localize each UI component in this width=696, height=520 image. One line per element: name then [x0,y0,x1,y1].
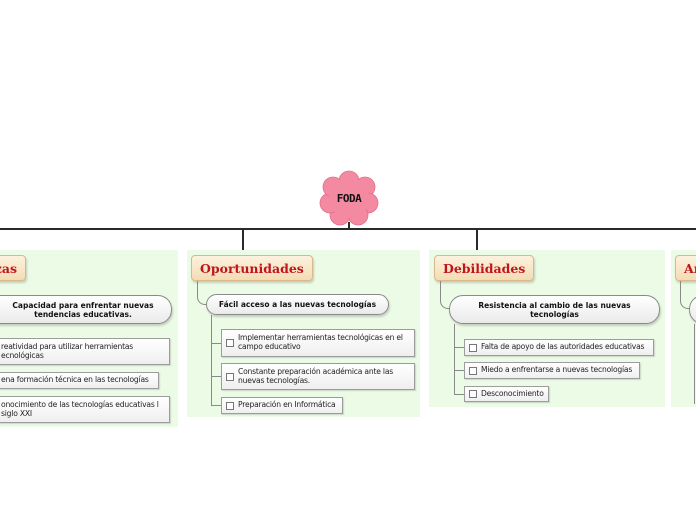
leaf-text: Constante preparación académica ante las… [238,366,394,385]
leaf-tick [454,394,464,395]
leaf-constante[interactable]: Constante preparación académica ante las… [221,363,415,390]
checkbox-icon[interactable] [226,339,234,347]
root-label: FODA [336,191,362,205]
checkbox-icon[interactable] [226,401,234,410]
category-debilidades[interactable]: Debilidades [434,255,535,281]
root-node[interactable]: FODA [318,169,380,227]
leaf-creatividad[interactable]: reatividad para utilizar herramientas ec… [0,338,170,365]
leaf-tick [211,376,221,377]
leaf-spine-oportunidades [211,315,212,405]
leaf-implementar[interactable]: Implementar herramientas tecnológicas en… [221,329,415,357]
category-oportunidades[interactable]: Oportunidades [191,255,313,281]
checkbox-icon[interactable] [469,343,477,352]
leaf-desconocimiento[interactable]: Desconocimiento [464,386,549,402]
leaf-text: Miedo a enfrentarse a nuevas tecnologías [481,365,633,375]
leaf-text: onocimiento de las tecnologías educativa… [1,399,159,418]
subnode-resistencia[interactable]: Resistencia al cambio de las nuevas tecn… [449,295,660,324]
subnode-capacidad[interactable]: Capacidad para enfrentar nuevas tendenci… [0,295,172,324]
main-horizontal-line [0,228,696,230]
leaf-spine-amenazas [694,324,695,404]
leaf-tick [454,347,464,348]
leaf-falta-apoyo[interactable]: Falta de apoyo de las autoridades educat… [464,339,654,356]
category-fortalezas[interactable]: zas [0,255,26,281]
leaf-text: Falta de apoyo de las autoridades educat… [481,342,645,352]
leaf-text: Preparación en Informática [238,400,336,410]
leaf-tick [454,370,464,371]
leaf-text: Implementar herramientas tecnológicas en… [238,333,403,351]
stem-line-oportunidades [242,229,244,255]
leaf-tick [211,343,221,344]
subnode-facil-acceso[interactable]: Fácil acceso a las nuevas tecnologías [206,294,389,315]
leaf-formacion[interactable]: ena formación técnica en las tecnologías [0,372,159,389]
leaf-miedo[interactable]: Miedo a enfrentarse a nuevas tecnologías [464,362,640,379]
leaf-spine-debilidades [454,324,455,394]
checkbox-icon[interactable] [469,366,477,375]
leaf-conocimiento[interactable]: onocimiento de las tecnologías educativa… [0,396,170,423]
checkbox-icon[interactable] [226,372,234,381]
root-stem-line [348,222,350,229]
flower-shape-icon [319,170,379,226]
connector-debilidades-sub [440,281,451,309]
connector-amenazas-sub [680,281,691,309]
leaf-text: reatividad para utilizar herramientas ec… [1,341,134,360]
leaf-tick [211,405,221,406]
connector-oportunidades-sub [197,281,208,305]
stem-line-debilidades [476,229,478,255]
checkbox-icon[interactable] [469,390,477,398]
leaf-text: Desconocimiento [481,388,544,398]
category-amenazas[interactable]: An [675,255,696,281]
leaf-preparacion[interactable]: Preparación en Informática [221,397,343,414]
leaf-text: ena formación técnica en las tecnologías [1,375,149,385]
